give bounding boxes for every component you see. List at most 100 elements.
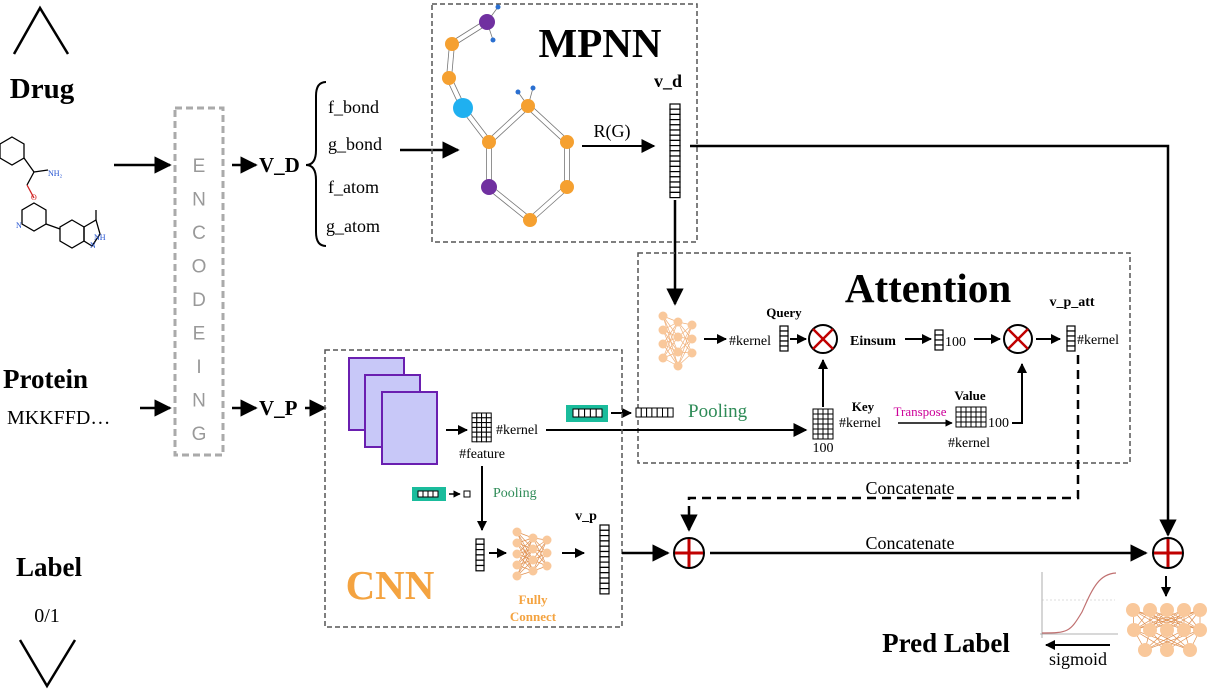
concatenate-label-1: Concatenate bbox=[866, 478, 955, 498]
v-d-cell bbox=[669, 145, 681, 152]
att-pooled-cell bbox=[667, 407, 674, 418]
graph-hydrogen-node bbox=[515, 89, 521, 95]
encoding-box bbox=[173, 106, 225, 457]
att-pooled-cell bbox=[656, 407, 664, 418]
v-p-cell bbox=[599, 587, 610, 595]
cnn-grid-cell bbox=[485, 436, 492, 443]
value-label: Value bbox=[954, 388, 986, 403]
v-p-att-cell bbox=[1066, 335, 1076, 342]
graph-node bbox=[479, 14, 495, 30]
v-d-cell bbox=[669, 191, 681, 199]
att-pool-cell bbox=[572, 408, 580, 418]
value-grid-cell bbox=[970, 416, 977, 423]
einsum-cell bbox=[934, 334, 944, 341]
einsum-label: Einsum bbox=[850, 334, 896, 349]
neuron bbox=[1183, 643, 1197, 657]
drug-o-label: O bbox=[31, 193, 37, 202]
v-p-att-cell bbox=[1066, 340, 1076, 347]
graph-edge bbox=[487, 103, 527, 141]
v-d-cell bbox=[669, 171, 681, 178]
v-p-label: v_p bbox=[575, 509, 597, 524]
cnn-feature-maps-icon bbox=[348, 357, 438, 465]
fully-connect-neural-net-icon bbox=[512, 527, 552, 581]
v-d-cell bbox=[669, 124, 681, 131]
graph-hydrogen-node bbox=[495, 4, 501, 10]
label-caret-icon bbox=[18, 639, 77, 689]
key-grid-cell bbox=[827, 408, 834, 415]
graph-edge bbox=[487, 188, 529, 223]
drug-nh2-label: NH₂ bbox=[48, 169, 63, 178]
feature-f-bond: f_bond bbox=[328, 97, 379, 117]
key-grid-cell bbox=[812, 408, 819, 415]
value-grid-cell bbox=[960, 416, 967, 423]
graph-edge bbox=[526, 107, 566, 145]
v-d-cell bbox=[669, 165, 681, 173]
concat-plus-icon-1 bbox=[673, 537, 705, 569]
key-grid-cell bbox=[822, 408, 829, 415]
neuron-edge bbox=[1144, 629, 1185, 651]
sigmoid-curve-icon bbox=[1040, 572, 1118, 638]
cnn-pool-cell bbox=[427, 490, 434, 498]
query-cell bbox=[779, 340, 789, 347]
cnn-pool-cell bbox=[422, 490, 429, 498]
neuron-edge bbox=[677, 324, 693, 367]
value-dim-label: 100 bbox=[988, 416, 1009, 431]
att-pooling-cells bbox=[572, 408, 603, 418]
value-grid-cell bbox=[980, 416, 987, 423]
key-grid-cell bbox=[827, 413, 834, 420]
fully-connect-label-2: Connect bbox=[510, 609, 557, 624]
key-grid-cell bbox=[812, 433, 819, 440]
readout-label: R(G) bbox=[594, 121, 631, 142]
key-grid-cell bbox=[812, 428, 819, 435]
value-grid-cell bbox=[980, 406, 987, 413]
neuron bbox=[1160, 603, 1174, 617]
output-neural-net-icon bbox=[1126, 603, 1207, 657]
value-grid-cell bbox=[975, 411, 982, 418]
encoding-letter: I bbox=[196, 357, 201, 378]
neuron bbox=[512, 549, 522, 559]
encoding-letter: N bbox=[192, 190, 206, 211]
concat-plus-icon-2 bbox=[1152, 537, 1184, 569]
graph-edge bbox=[490, 107, 530, 145]
cnn-grid-cell bbox=[471, 436, 478, 443]
encoding-letter: C bbox=[192, 223, 206, 244]
neuron-edge bbox=[662, 315, 679, 353]
neuron bbox=[1127, 623, 1141, 637]
cnn-grid-cell bbox=[481, 412, 487, 419]
einsum-cell bbox=[934, 329, 944, 336]
v-p-cell bbox=[599, 582, 610, 590]
neuron bbox=[1143, 623, 1157, 637]
neuron bbox=[1193, 603, 1207, 617]
neuron bbox=[1160, 623, 1174, 637]
feature-f-atom: f_atom bbox=[328, 177, 379, 197]
neuron-edge bbox=[662, 321, 679, 359]
cnn-pooled-cell bbox=[475, 548, 485, 556]
neuron bbox=[528, 555, 538, 565]
value-grid-cell bbox=[955, 411, 962, 418]
neuron bbox=[528, 566, 538, 576]
cnn-grid-cell bbox=[476, 417, 483, 424]
v-d-cell bbox=[669, 186, 681, 193]
graph-node bbox=[442, 71, 456, 85]
att-pooled-cell bbox=[635, 407, 642, 418]
value-grid-cell bbox=[955, 421, 962, 428]
pred-label: Pred Label bbox=[882, 628, 1010, 658]
neuron bbox=[1177, 623, 1191, 637]
protein-sequence: MKKFFD… bbox=[7, 407, 110, 429]
cnn-grid-cell bbox=[476, 412, 483, 419]
cnn-grid-cell bbox=[471, 426, 478, 433]
key-grid-cell bbox=[822, 418, 829, 425]
graph-hydrogen-node bbox=[530, 85, 536, 91]
cnn-grid-cell bbox=[485, 412, 492, 419]
drug-label: Drug bbox=[10, 73, 75, 105]
neuron bbox=[687, 334, 697, 344]
cnn-grid-cell bbox=[485, 422, 492, 428]
cnn-pooled-cell bbox=[475, 564, 485, 572]
value-multiply-icon bbox=[1003, 324, 1033, 354]
einsum-vector bbox=[934, 329, 944, 351]
cnn-grid-cell bbox=[471, 417, 478, 424]
v-p-cell bbox=[599, 540, 610, 547]
cnn-pooling-cells bbox=[417, 490, 439, 498]
value-grid-cell bbox=[960, 411, 967, 418]
